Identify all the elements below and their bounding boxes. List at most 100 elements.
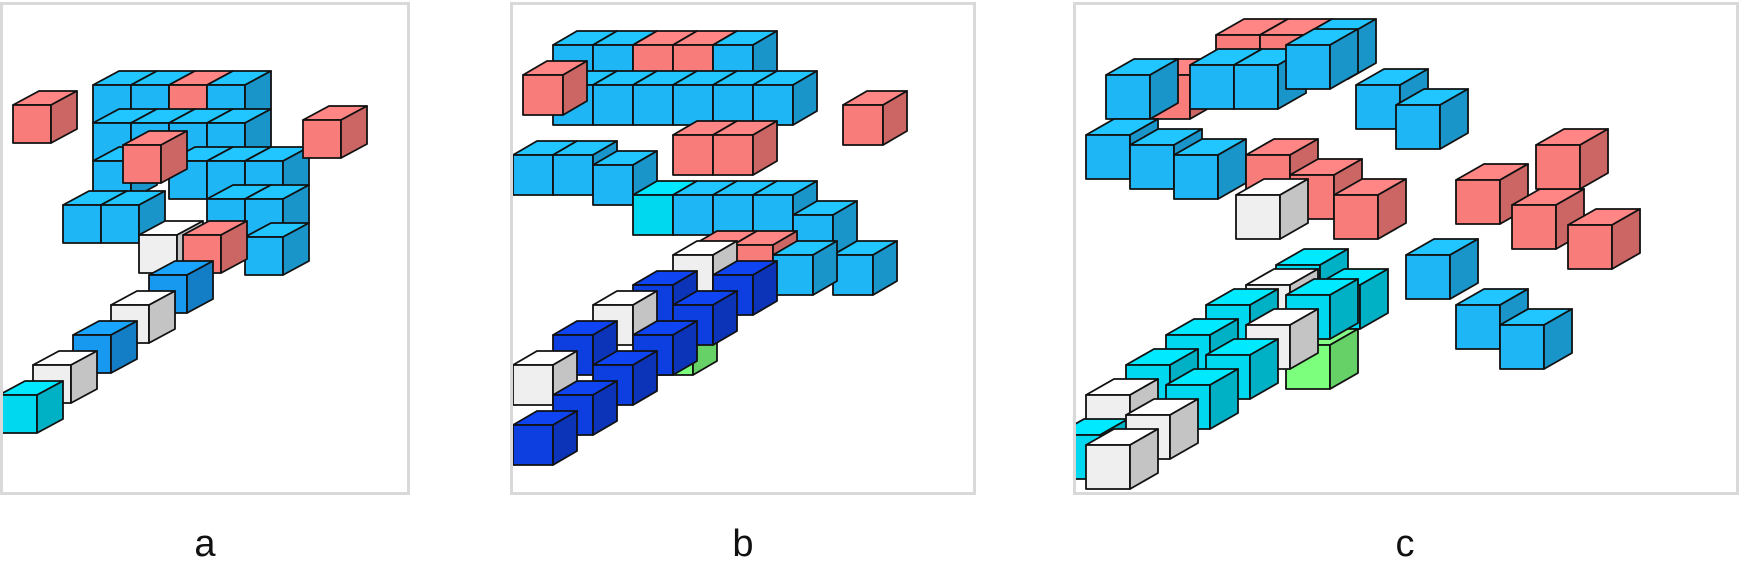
voxel-cube xyxy=(1405,238,1479,300)
voxel-cube xyxy=(1245,308,1319,370)
cube-side-face xyxy=(220,220,248,274)
panel-c xyxy=(1073,2,1739,495)
cube-front-face xyxy=(1567,224,1613,270)
cube-front-face xyxy=(1233,64,1279,110)
cube-side-face xyxy=(1289,308,1319,370)
cube-front-face xyxy=(1455,179,1501,225)
cube-side-face xyxy=(1169,398,1199,460)
cube-front-face xyxy=(672,194,714,236)
cube-side-face xyxy=(110,320,138,374)
cube-front-face xyxy=(1405,254,1451,300)
cube-front-face xyxy=(1355,84,1401,130)
cube-side-face xyxy=(752,260,778,316)
cube-side-face xyxy=(1279,178,1309,240)
voxel-cube xyxy=(752,70,818,126)
cube-side-face xyxy=(1449,238,1479,300)
cube-side-face xyxy=(50,90,78,144)
voxel-cube xyxy=(1499,308,1573,370)
cube-front-face xyxy=(632,194,674,236)
voxel-cube xyxy=(302,105,368,159)
voxel-cube xyxy=(1455,163,1529,225)
voxel-cube xyxy=(842,90,908,146)
cube-front-face xyxy=(1285,44,1331,90)
cube-front-face xyxy=(752,84,794,126)
cube-front-face xyxy=(513,154,554,196)
voxel-cube xyxy=(3,380,64,434)
cube-side-face xyxy=(1611,208,1641,270)
cube-side-face xyxy=(1129,428,1159,490)
cube-front-face xyxy=(513,364,554,406)
voxel-cube xyxy=(12,90,78,144)
voxel-cube xyxy=(1333,178,1407,240)
voxel-cube xyxy=(1567,208,1641,270)
cube-side-face xyxy=(792,70,818,126)
cube-front-face xyxy=(1395,104,1441,150)
cube-side-face xyxy=(282,222,310,276)
cube-side-face xyxy=(340,105,368,159)
cube-front-face xyxy=(832,254,874,296)
voxel-cube xyxy=(832,240,898,296)
cube-front-face xyxy=(1173,154,1219,200)
cube-front-face xyxy=(1105,74,1151,120)
cube-front-face xyxy=(522,74,564,116)
cube-front-face xyxy=(1535,144,1581,190)
cube-side-face xyxy=(632,350,658,406)
voxel-scene-c xyxy=(1076,18,1641,490)
cube-side-face xyxy=(552,410,578,466)
cube-side-face xyxy=(1359,268,1389,330)
voxel-cube xyxy=(1173,138,1247,200)
voxel-cube xyxy=(1535,128,1609,190)
caption-c: c xyxy=(1395,523,1415,565)
cube-side-face xyxy=(1329,278,1359,340)
cube-side-face xyxy=(70,350,98,404)
cube-side-face xyxy=(1209,368,1239,430)
cube-front-face xyxy=(592,84,634,126)
cube-front-face xyxy=(672,134,714,176)
cube-front-face xyxy=(842,104,884,146)
cube-side-face xyxy=(160,130,188,184)
voxel-scene-a xyxy=(3,70,368,434)
voxel-scene-b xyxy=(513,30,908,466)
cube-front-face xyxy=(1499,324,1545,370)
cube-front-face xyxy=(712,194,754,236)
cube-front-face xyxy=(1235,194,1281,240)
cube-front-face xyxy=(1455,304,1501,350)
voxel-cube xyxy=(122,130,188,184)
cube-front-face xyxy=(772,254,814,296)
cube-side-face xyxy=(752,120,778,176)
cube-side-face xyxy=(872,240,898,296)
cube-front-face xyxy=(1129,144,1175,190)
cube-side-face xyxy=(1377,178,1407,240)
cube-front-face xyxy=(1085,134,1131,180)
voxel-cube xyxy=(244,222,310,276)
caption-b: b xyxy=(732,523,754,565)
voxel-cube xyxy=(182,220,248,274)
cube-front-face xyxy=(592,164,634,206)
cube-side-face xyxy=(1579,128,1609,190)
cube-front-face xyxy=(122,144,162,184)
cube-side-face xyxy=(186,260,214,314)
cube-side-face xyxy=(1149,58,1179,120)
voxel-cube xyxy=(1105,58,1179,120)
voxel-cube xyxy=(1235,178,1309,240)
cube-front-face xyxy=(100,204,140,244)
cube-front-face xyxy=(513,424,554,466)
cube-front-face xyxy=(1333,194,1379,240)
cube-side-face xyxy=(36,380,64,434)
cube-front-face xyxy=(552,154,594,196)
voxel-cube xyxy=(1395,88,1469,150)
voxel-cube xyxy=(772,240,838,296)
cube-side-face xyxy=(1249,338,1279,400)
cube-side-face xyxy=(148,290,176,344)
cube-side-face xyxy=(1329,28,1359,90)
cube-front-face xyxy=(1085,444,1131,490)
cube-side-face xyxy=(1439,88,1469,150)
cube-front-face xyxy=(3,394,38,434)
cube-side-face xyxy=(562,60,588,116)
panel-a xyxy=(0,2,410,495)
voxel-cube xyxy=(1085,428,1159,490)
cube-side-face xyxy=(672,320,698,376)
cube-front-face xyxy=(752,194,794,236)
voxel-cube xyxy=(1285,278,1359,340)
cube-side-face xyxy=(882,90,908,146)
